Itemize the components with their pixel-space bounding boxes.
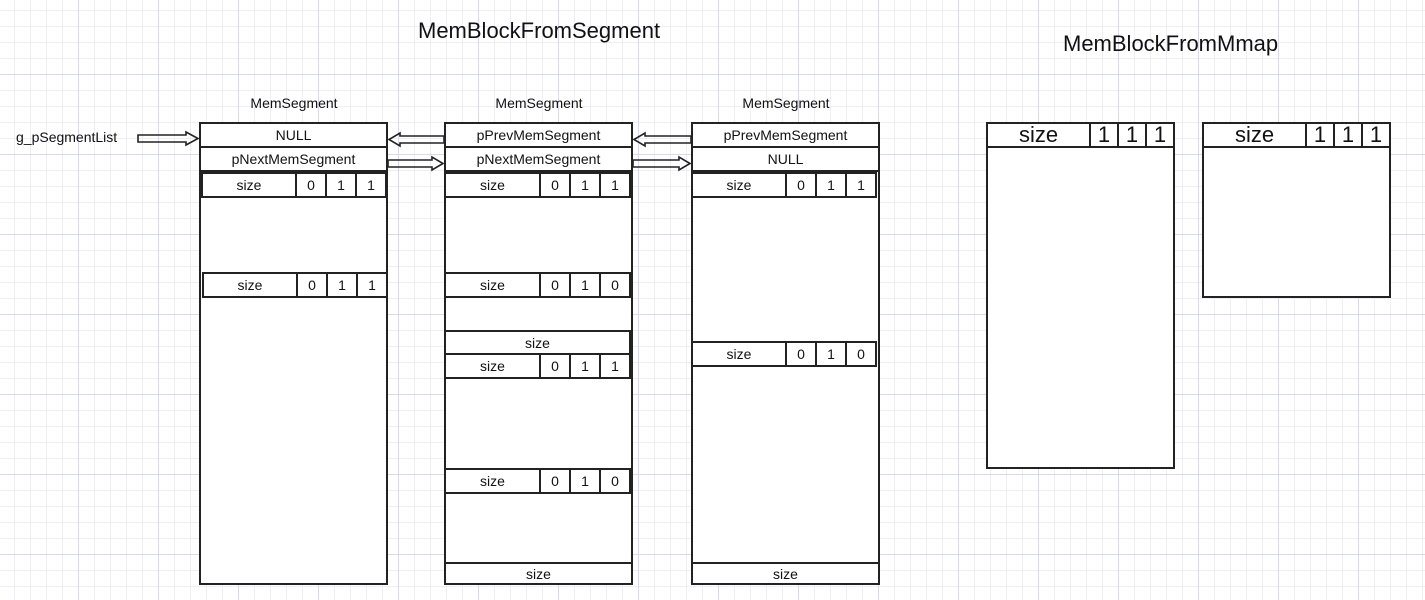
segment-2-prev-field: pPrevMemSegment	[444, 122, 633, 148]
segment-2-block-header-1: size 0 1 1	[444, 172, 631, 198]
block-flag-bit: 0	[296, 274, 326, 296]
footer-size-label: size	[526, 565, 551, 582]
segment-2-prev-label: pPrevMemSegment	[476, 127, 601, 143]
block-flag-bit: 1	[815, 343, 845, 365]
block-flag-bit: 0	[539, 470, 569, 492]
segment-1-prev-label: NULL	[275, 127, 312, 143]
block-size-field: size	[237, 277, 263, 293]
segment-1-box	[199, 122, 388, 585]
block-flag-bit: 0	[539, 274, 569, 296]
block-flag-bit: 0	[599, 274, 629, 296]
segment-2-next-field: pNextMemSegment	[444, 146, 633, 172]
segment-1-next-label: pNextMemSegment	[231, 151, 356, 167]
block-size-field: size	[1234, 122, 1275, 147]
block-flag-bit: 1	[1117, 122, 1145, 147]
block-flag-bit: 0	[785, 343, 815, 365]
segment-3-caption: MemSegment	[742, 95, 830, 111]
footer-size-label: size	[525, 334, 550, 351]
segment-3-block-header-2: size 0 1 0	[691, 341, 877, 367]
block-flag-bit: 1	[1361, 122, 1389, 147]
segment-3-next-field: NULL	[691, 146, 880, 172]
block-size-field: size	[480, 177, 505, 193]
segment-2-block-header-3: size 0 1 1	[444, 353, 631, 379]
block-flag-bit: 1	[845, 174, 875, 196]
footer-size-label: size	[773, 565, 798, 582]
block-flag-bit: 1	[599, 355, 629, 377]
segment-1-caption: MemSegment	[250, 95, 338, 111]
segment-2-end-footer: size	[444, 562, 633, 585]
segment-1-prev-field: NULL	[199, 122, 388, 148]
block-size-field: size	[480, 473, 505, 489]
mmap-block-1-box	[986, 122, 1175, 469]
block-flag-bit: 1	[355, 174, 385, 196]
segment-3-end-footer: size	[691, 562, 880, 585]
mmap-block-2-header: size 1 1 1	[1202, 122, 1391, 148]
segment-3-block-header-1: size 0 1 1	[691, 172, 877, 198]
block-flag-bit: 1	[815, 174, 845, 196]
block-size-field: size	[236, 177, 262, 193]
block-flag-bit: 1	[356, 274, 386, 296]
block-flag-bit: 1	[1305, 122, 1333, 147]
block-flag-bit: 1	[326, 274, 356, 296]
block-flag-bit: 1	[569, 274, 599, 296]
segment-2-next-label: pNextMemSegment	[476, 151, 601, 167]
block-flag-bit: 1	[1089, 122, 1117, 147]
segment-2-block-header-2: size 0 1 0	[444, 272, 631, 298]
segment-2-block-header-4: size 0 1 0	[444, 468, 631, 494]
block-size-field: size	[480, 277, 505, 293]
segment-1-block-header-2: size 0 1 1	[202, 272, 388, 298]
block-flag-bit: 1	[569, 470, 599, 492]
block-size-field: size	[726, 346, 752, 362]
block-flag-bit: 0	[539, 174, 569, 196]
block-flag-bit: 1	[325, 174, 355, 196]
block-flag-bit: 0	[295, 174, 325, 196]
block-flag-bit: 0	[539, 355, 569, 377]
block-flag-bit: 1	[569, 174, 599, 196]
block-flag-bit: 1	[1333, 122, 1361, 147]
segment-3-next-label: NULL	[767, 151, 804, 167]
segment-3-prev-label: pPrevMemSegment	[723, 127, 848, 143]
block-size-field: size	[1018, 122, 1059, 147]
mmap-block-2-box	[1202, 122, 1391, 298]
segment-1-next-field: pNextMemSegment	[199, 146, 388, 172]
block-flag-bit: 0	[599, 470, 629, 492]
list-head-arrow	[137, 130, 200, 147]
title-mem-block-from-mmap: MemBlockFromMmap	[1063, 31, 1279, 56]
block-size-field: size	[480, 358, 505, 374]
block-size-field: size	[726, 177, 752, 193]
block-flag-bit: 1	[599, 174, 629, 196]
prev-arrow-3-to-2	[632, 131, 692, 148]
segment-1-block-header-1: size 0 1 1	[201, 172, 387, 198]
title-mem-block-from-segment: MemBlockFromSegment	[418, 18, 661, 43]
prev-arrow-2-to-1	[387, 131, 445, 148]
block-flag-bit: 1	[569, 355, 599, 377]
segment-list-head-label: g_pSegmentList	[16, 129, 118, 145]
next-arrow-2-to-3	[632, 155, 692, 172]
mmap-block-1-header: size 1 1 1	[986, 122, 1175, 148]
block-flag-bit: 0	[845, 343, 875, 365]
block-flag-bit: 0	[785, 174, 815, 196]
next-arrow-1-to-2	[387, 155, 445, 172]
block-flag-bit: 1	[1145, 122, 1173, 147]
segment-2-caption: MemSegment	[495, 95, 583, 111]
